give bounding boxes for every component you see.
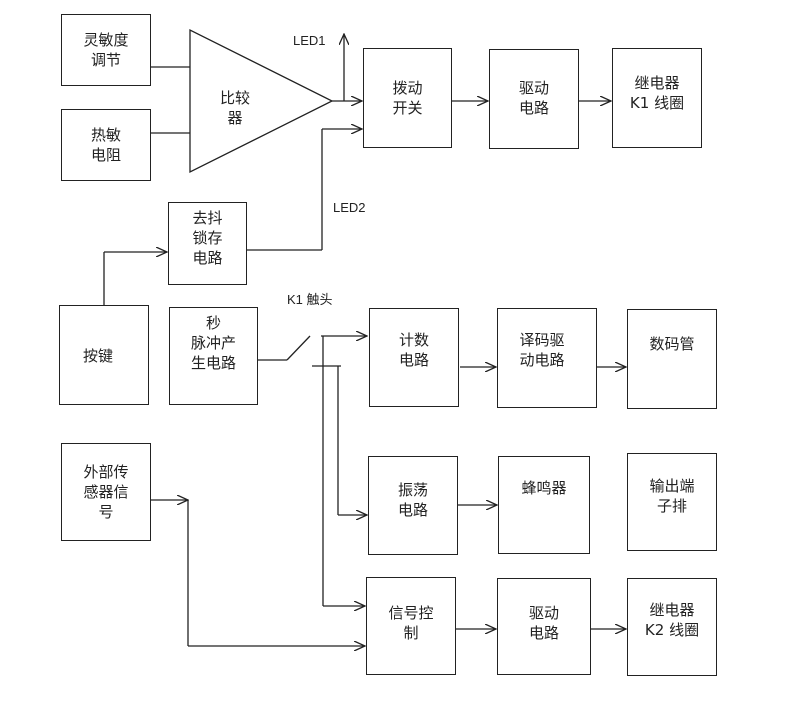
decoder-driver-box [497, 308, 597, 408]
external-sensor-label: 外部传 感器信 号 [83, 463, 129, 521]
counter-label: 计数 电路 [398, 331, 429, 369]
drive-circuit-1-label: 驱动 电路 [518, 79, 549, 117]
signal-control-box [366, 577, 456, 675]
display-tube-label: 数码管 [649, 335, 695, 353]
external-sensor-box [61, 443, 151, 541]
display-tube-box [627, 309, 717, 409]
second-pulse-label: 秒 脉冲产 生电路 [190, 314, 236, 372]
debounce-latch-box [168, 202, 247, 285]
output-terminal-box [627, 453, 717, 551]
relay-k2-box [627, 578, 717, 676]
k1-contact-label: K1 触头 [287, 292, 333, 307]
signal-control-label: 信号控 制 [388, 604, 434, 642]
drive-circuit-2-box [497, 578, 591, 675]
oscillator-label: 振荡 电路 [397, 481, 428, 519]
button-label: 按键 [82, 347, 113, 365]
debounce-latch-label: 去抖 锁存 电路 [192, 209, 223, 267]
counter-box [369, 308, 459, 407]
thermistor-label: 热敏 电阻 [90, 126, 121, 164]
sensitivity-adjust-label: 灵敏度 调节 [83, 31, 129, 69]
relay-k2-label: 继电器 K2 线圈 [644, 601, 700, 639]
led1-label: LED1 [293, 33, 326, 48]
drive-circuit-1-box [489, 49, 579, 149]
second-pulse-box [169, 307, 258, 405]
led2-label: LED2 [333, 200, 366, 215]
comparator-label: 比较 器 [219, 89, 250, 127]
button-box [59, 305, 149, 405]
decoder-driver-label: 译码驱 动电路 [519, 331, 565, 369]
oscillator-box [368, 456, 458, 555]
sensitivity-adjust-box [61, 14, 151, 86]
relay-k1-box [612, 48, 702, 148]
drive-circuit-2-label: 驱动 电路 [528, 604, 559, 642]
dip-switch-box [363, 48, 452, 148]
thermistor-box [61, 109, 151, 181]
relay-k1-label: 继电器 K1 线圈 [629, 74, 685, 112]
dip-switch-label: 拨动 开关 [392, 79, 423, 117]
comparator-triangle [189, 28, 334, 174]
buzzer-box [498, 456, 590, 554]
output-terminal-label: 输出端 子排 [649, 477, 695, 515]
buzzer-label: 蜂鸣器 [521, 479, 567, 497]
